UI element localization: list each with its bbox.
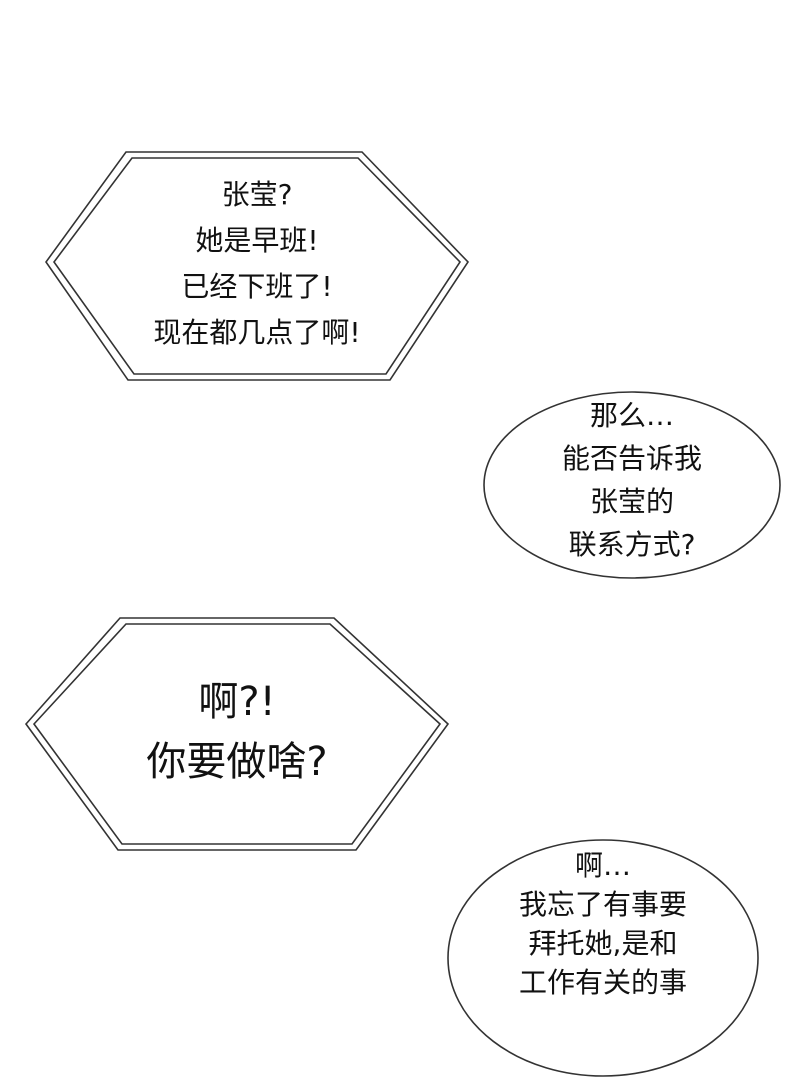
dialogue-line: 已经下班了!	[181, 270, 333, 303]
dialogue-line: 工作有关的事	[518, 966, 687, 999]
dialogue-line: 现在都几点了啊!	[153, 316, 361, 349]
speech-bubble-text: 张莹? 她是早班! 已经下班了! 现在都几点了啊!	[44, 172, 470, 356]
hexagon-speech-bubble	[24, 617, 450, 851]
dialogue-line: 张莹的	[589, 485, 674, 518]
dialogue-line: 联系方式?	[568, 528, 696, 561]
speech-bubble-text: 那么… 能否告诉我 张莹的 联系方式?	[482, 394, 782, 566]
dialogue-line: 我忘了有事要	[518, 888, 687, 921]
speech-bubble-text: 啊?! 你要做啥?	[24, 672, 450, 792]
dialogue-line: 拜托她,是和	[528, 927, 678, 960]
dialogue-line: 啊?!	[198, 679, 276, 725]
dialogue-line: 你要做啥?	[146, 739, 328, 785]
dialogue-line: 啊…	[574, 849, 631, 882]
dialogue-line: 那么…	[589, 399, 674, 432]
speech-bubble-text: 啊… 我忘了有事要 拜托她,是和 工作有关的事	[446, 846, 760, 1002]
comic-panel: 张莹? 她是早班! 已经下班了! 现在都几点了啊! 那么… 能否告诉我 张莹的 …	[24, 151, 782, 1077]
hexagon-speech-bubble	[45, 151, 470, 381]
dialogue-line: 张莹?	[221, 178, 293, 211]
ellipse-speech-bubble	[483, 391, 781, 579]
dialogue-line: 她是早班!	[195, 224, 319, 257]
dialogue-line: 能否告诉我	[561, 442, 702, 475]
